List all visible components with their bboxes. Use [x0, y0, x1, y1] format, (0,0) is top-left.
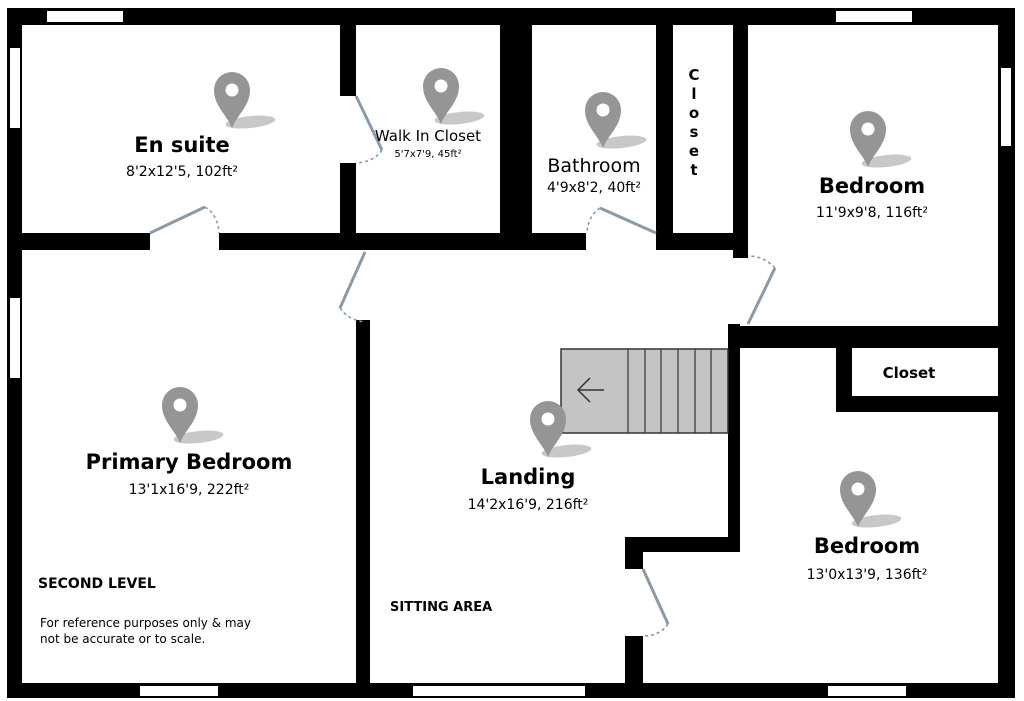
window	[413, 686, 585, 696]
windows	[10, 11, 1011, 696]
window	[10, 48, 20, 128]
wall-ensuite-bottom-right	[219, 233, 586, 250]
wall-bedroom1-bottom	[728, 326, 1015, 348]
left-arrow-icon	[576, 377, 604, 403]
closet-letter: s	[690, 123, 699, 141]
wall-bathroom-closet	[656, 8, 673, 233]
door-ensuite	[149, 205, 206, 235]
wall-primary-landing	[356, 320, 370, 698]
window	[10, 298, 20, 378]
wall-ensuite-walkin-lower	[340, 163, 356, 250]
window	[828, 686, 906, 696]
door-primary	[338, 251, 367, 309]
room-name-walkin: Walk In Closet	[375, 127, 481, 145]
closet-label-right: Closet	[883, 364, 936, 382]
room-dims-bathroom: 4'9x8'2, 40ft²	[547, 180, 641, 196]
closet-letter: e	[689, 142, 699, 160]
room-name-primary: Primary Bedroom	[86, 450, 293, 474]
door-bathroom	[599, 206, 657, 235]
room-labels: En suite 8'2x12'5, 102ft² Walk In Closet…	[86, 127, 928, 583]
room-name-ensuite: En suite	[134, 133, 230, 157]
wall-bedroom2-left-upper	[625, 537, 643, 569]
notes: SECOND LEVEL For reference purposes only…	[38, 576, 492, 646]
window	[836, 11, 912, 22]
level-label: SECOND LEVEL	[38, 576, 156, 592]
window	[1001, 68, 1011, 146]
closet-letter: C	[688, 66, 699, 84]
map-pin-icon	[840, 471, 902, 530]
wall-closet2-bottom	[836, 396, 1015, 412]
wall-bedroom2-left-lower	[625, 636, 643, 698]
stairs	[560, 348, 729, 434]
door-walkin	[354, 95, 384, 151]
wall-ensuite-bottom-left	[7, 233, 150, 250]
wall-closet-bottom	[656, 233, 748, 250]
closet-label-vertical: C l o s e t	[688, 66, 699, 179]
window	[47, 11, 123, 22]
sitting-area-label: SITTING AREA	[390, 600, 492, 615]
wall-landing-bedroom-upper	[728, 324, 740, 550]
map-pin-icon	[585, 92, 647, 151]
door-bedroom1	[746, 267, 777, 325]
disclaimer-line1: For reference purposes only & may	[40, 616, 251, 630]
disclaimer-line2: not be accurate or to scale.	[40, 632, 205, 646]
closet-letter: l	[691, 85, 696, 103]
closet-letter: o	[689, 104, 699, 122]
room-dims-walkin: 5'7x7'9, 45ft²	[394, 149, 461, 160]
wall-closet2-left	[836, 340, 852, 412]
window	[140, 686, 218, 696]
room-dims-ensuite: 8'2x12'5, 102ft²	[126, 164, 238, 180]
wall-closet-bedroom	[733, 8, 748, 258]
map-pin-icon	[850, 111, 912, 170]
wall-ensuite-walkin	[340, 8, 356, 96]
room-dims-bedroom2: 13'0x13'9, 136ft²	[807, 567, 928, 583]
room-dims-bedroom1: 11'9x9'8, 116ft²	[816, 205, 928, 221]
walls	[7, 8, 1015, 698]
wall-walkin-bathroom	[500, 8, 532, 250]
map-pin-icon	[214, 72, 276, 131]
map-pin-icon	[162, 387, 224, 446]
room-dims-landing: 14'2x16'9, 216ft²	[468, 497, 589, 513]
closet-letter: t	[690, 161, 697, 179]
room-name-bedroom1: Bedroom	[819, 174, 925, 198]
wall-landing-jog	[625, 537, 740, 552]
map-pin-icon	[423, 68, 485, 127]
doors	[149, 95, 777, 637]
outer-wall-right	[998, 8, 1015, 698]
room-name-bedroom2: Bedroom	[814, 534, 920, 558]
room-dims-primary: 13'1x16'9, 222ft²	[129, 482, 250, 498]
door-bedroom2	[641, 568, 670, 625]
room-name-landing: Landing	[481, 465, 576, 489]
room-name-bathroom: Bathroom	[547, 155, 640, 177]
